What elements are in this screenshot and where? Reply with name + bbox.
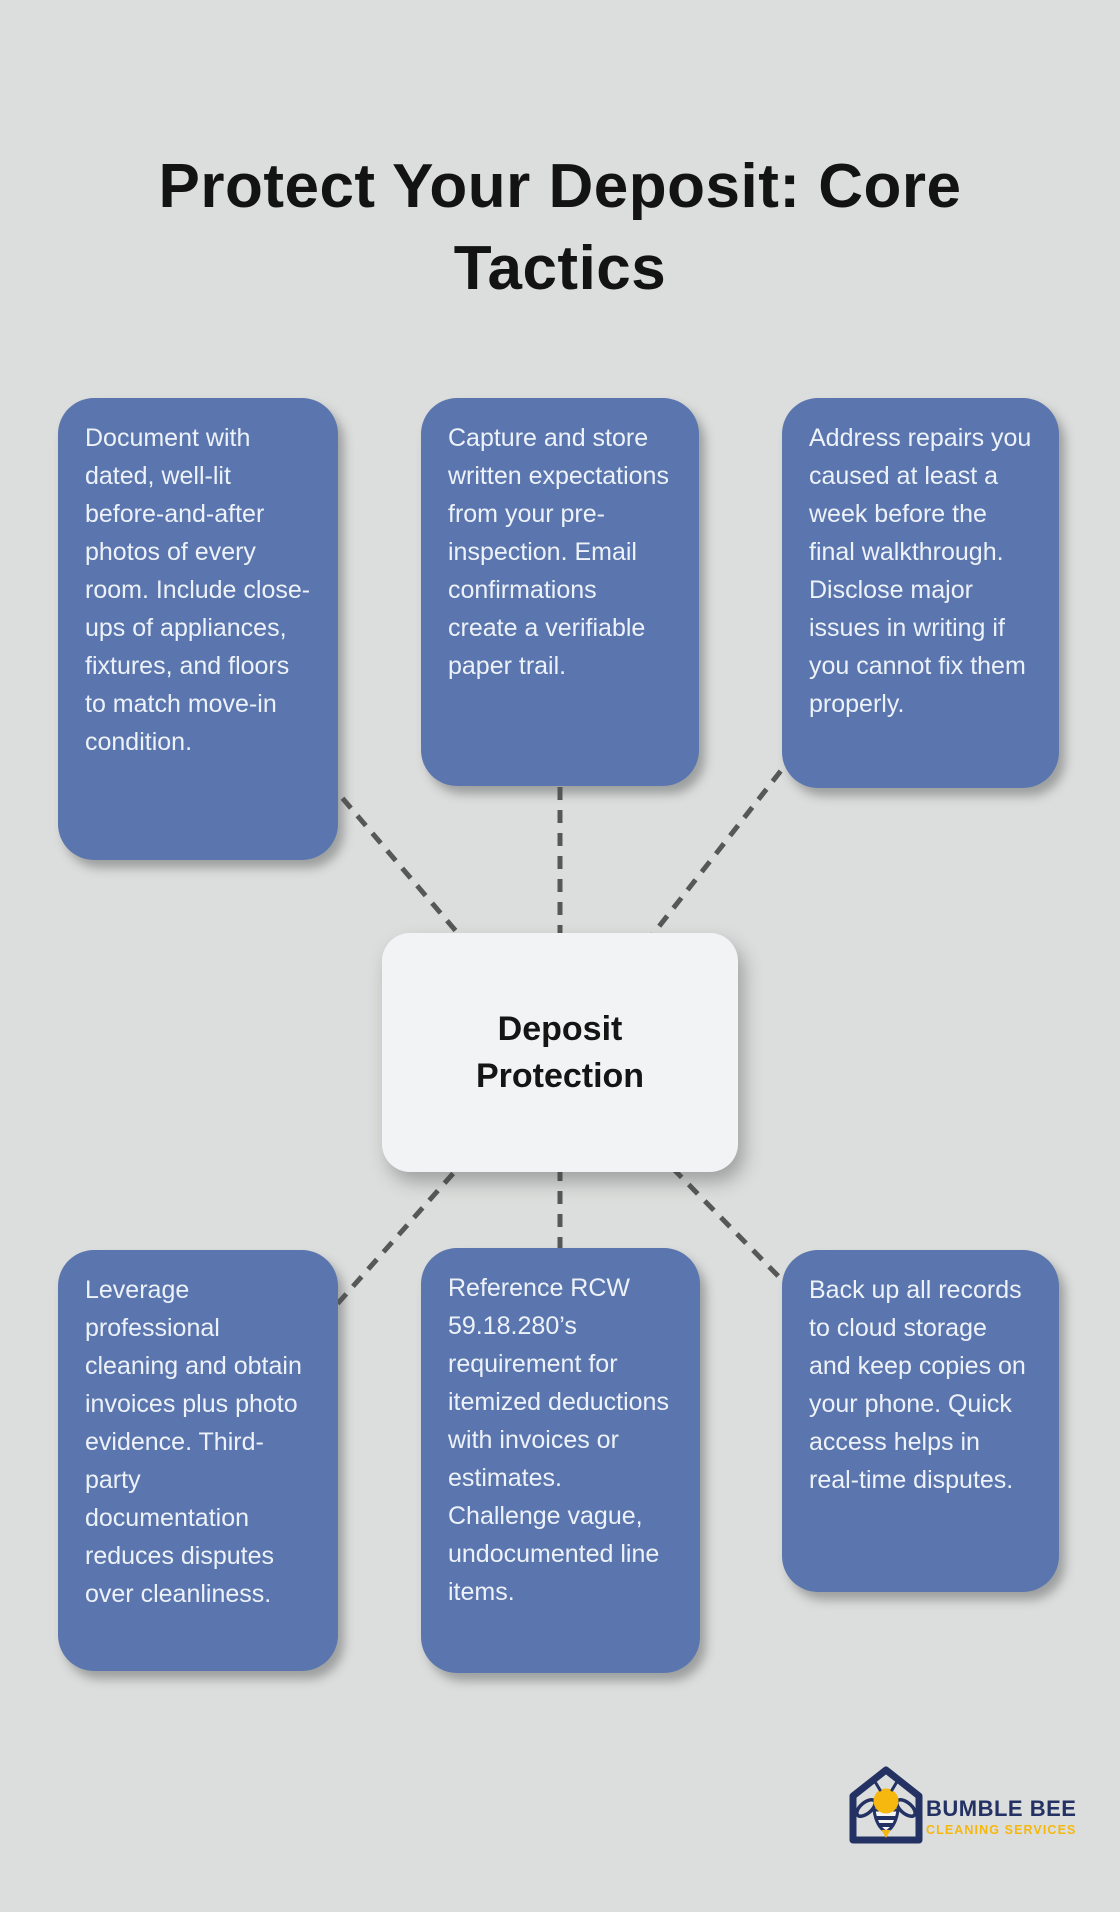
tactic-text: Leverage professional cleaning and obtai… xyxy=(85,1276,302,1608)
page-title: Protect Your Deposit: Core Tactics xyxy=(158,151,962,303)
tactic-text: Document with dated, well-lit before-and… xyxy=(85,424,311,756)
logo-tagline-text: CLEANING SERVICES xyxy=(926,1823,1076,1837)
central-topic-node: Deposit Protection xyxy=(382,933,738,1172)
central-topic-label: Deposit Protection xyxy=(475,1009,645,1095)
tactic-card-bottom-right: Back up all records to cloud storage and… xyxy=(782,1250,1059,1592)
tactic-text: Capture and store written expectations f… xyxy=(448,424,669,680)
connector-line xyxy=(558,1051,922,1423)
bee-in-house-icon: BUMBLE BEE CLEANING SERVICES xyxy=(849,1766,1076,1844)
tactic-card-top-left: Document with dated, well-lit before-and… xyxy=(58,398,338,860)
tactic-text: Back up all records to cloud storage and… xyxy=(809,1276,1026,1494)
tactic-text: Reference RCW 59.18.280’s requirement fo… xyxy=(448,1274,669,1606)
logo-name-text: BUMBLE BEE xyxy=(926,1796,1076,1821)
tactic-card-top-middle: Capture and store written expectations f… xyxy=(421,398,699,786)
company-logo: BUMBLE BEE CLEANING SERVICES xyxy=(848,1764,1093,1854)
tactic-card-top-right: Address repairs you caused at least a we… xyxy=(782,398,1059,788)
tactic-card-bottom-left: Leverage professional cleaning and obtai… xyxy=(58,1250,338,1671)
tactic-card-bottom-middle: Reference RCW 59.18.280’s requirement fo… xyxy=(421,1248,700,1673)
tactic-text: Address repairs you caused at least a we… xyxy=(809,424,1032,718)
